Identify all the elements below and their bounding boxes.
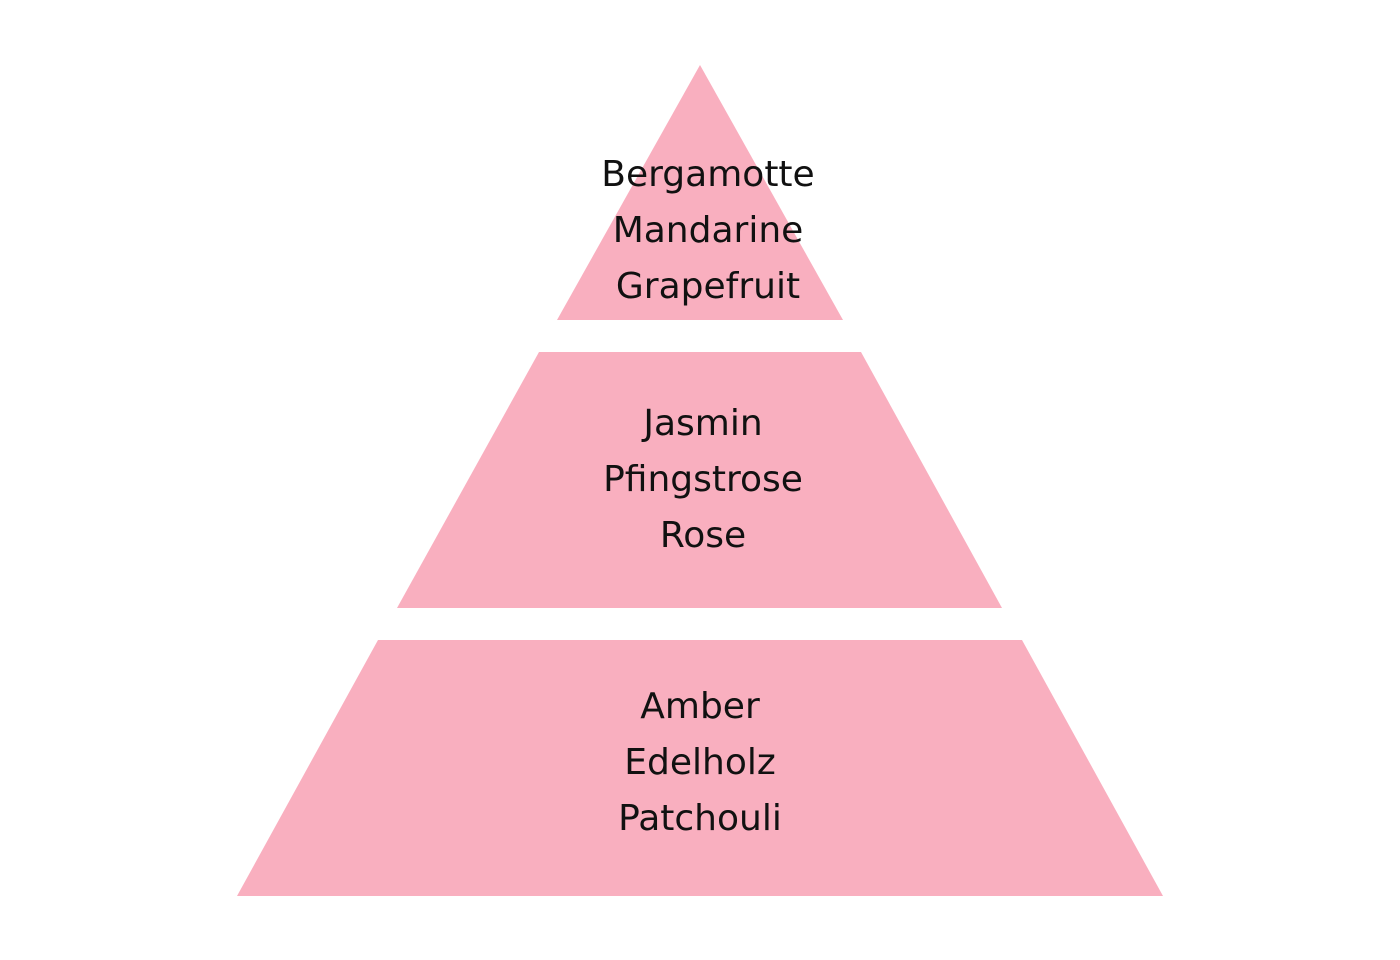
- tier-middle-note-1: Jasmin: [641, 403, 762, 444]
- pyramid-tier-bottom: Amber Edelholz Patchouli: [237, 640, 1163, 896]
- tier-top-shape: [557, 65, 843, 320]
- tier-bottom-note-1: Amber: [640, 686, 760, 727]
- tier-middle-note-3: Rose: [660, 515, 746, 556]
- tier-top-note-1: Bergamotte: [601, 154, 814, 195]
- tier-bottom-note-2: Edelholz: [624, 742, 776, 783]
- tier-top-note-3: Grapefruit: [616, 266, 800, 307]
- tier-middle-note-2: Pfingstrose: [603, 459, 803, 500]
- pyramid-tier-middle: Jasmin Pfingstrose Rose: [397, 352, 1002, 608]
- tier-top-note-2: Mandarine: [613, 210, 804, 251]
- tier-bottom-shape: [237, 640, 1163, 896]
- tier-middle-shape: [397, 352, 1002, 608]
- pyramid-tier-top: Bergamotte Mandarine Grapefruit: [557, 65, 843, 320]
- tier-bottom-note-3: Patchouli: [618, 798, 782, 839]
